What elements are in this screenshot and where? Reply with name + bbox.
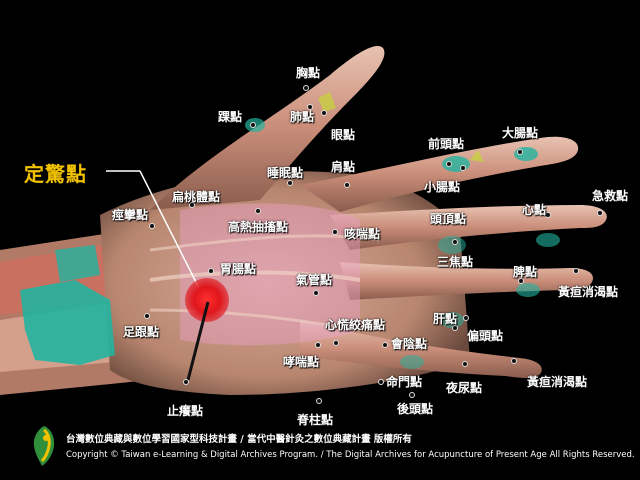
point-dot-xiong — [303, 85, 309, 91]
point-dot-mingmen — [378, 379, 384, 385]
point-dot-yeniao — [462, 361, 468, 367]
footer-copyright-english: Copyright © Taiwan e-Learning & Digital … — [66, 450, 635, 460]
point-label-piantou: 偏頭點 — [467, 329, 504, 343]
point-label-zhiyang: 止癢點 — [167, 404, 204, 418]
point-dot-jingluan — [149, 223, 155, 229]
point-dot-qiantou — [446, 161, 452, 167]
point-dot-jizhu — [316, 398, 322, 404]
point-dot-kechuan — [332, 229, 338, 235]
point-dot-jijiu — [597, 210, 603, 216]
point-label-xin: 心點 — [522, 203, 547, 217]
point-dot-huai — [250, 122, 256, 128]
point-dot-yan — [321, 110, 327, 116]
point-label-xiong: 胸點 — [296, 66, 321, 80]
index-finger — [300, 136, 579, 212]
point-label-kechuan: 咳喘點 — [344, 227, 381, 241]
point-dot-biantaoti — [189, 202, 195, 208]
point-dot-xiaochuan — [315, 342, 321, 348]
point-dot-xinhuang — [333, 340, 339, 346]
point-label-shuimian: 睡眠點 — [267, 166, 304, 180]
point-label-gaore: 高熱抽搐點 — [228, 220, 289, 234]
point-label-dachang: 大腸點 — [502, 126, 539, 140]
point-label-jingluan: 痙攣點 — [112, 208, 149, 222]
point-label-huangdan2: 黃疸消渴點 — [527, 375, 588, 389]
point-label-xiaochang: 小腸點 — [424, 180, 461, 194]
point-label-huangdan1: 黃疸消渴點 — [558, 285, 619, 299]
point-label-yan: 眼點 — [331, 128, 356, 142]
point-dot-gaore — [255, 208, 261, 214]
point-dot-dachang — [517, 149, 523, 155]
point-label-huiyin: 會陰點 — [391, 337, 428, 351]
footer-copyright-chinese: 台灣數位典藏與數位學習國家型科技計畫 / 當代中醫針灸之數位典藏計畫 版權所有 — [66, 434, 412, 445]
point-dot-qiguan — [313, 290, 319, 296]
point-label-qiantou: 前頭點 — [428, 137, 465, 151]
point-dot-piantou — [463, 315, 469, 321]
point-dot-pi — [518, 278, 524, 284]
point-label-huai: 踝點 — [218, 110, 243, 124]
middle-finger — [330, 205, 607, 250]
point-label-zugen: 足跟點 — [123, 325, 160, 339]
wrist-bones — [20, 280, 115, 365]
point-label-fei: 肺點 — [290, 110, 315, 124]
point-dot-xin — [545, 212, 551, 218]
point-dot-jian — [344, 182, 350, 188]
point-label-jijiu: 急救點 — [592, 189, 629, 203]
point-dot-houtou — [409, 392, 415, 398]
point-label-houtou: 後頭點 — [397, 402, 434, 416]
point-dot-gan — [452, 325, 458, 331]
acupuncture-needle — [186, 301, 210, 381]
point-dot-xiaochang — [460, 165, 466, 171]
point-label-touding: 頭頂點 — [430, 212, 467, 226]
point-dot-huiyin — [382, 342, 388, 348]
main-point-label: 定驚點 — [24, 162, 87, 186]
point-dot-weichang — [208, 268, 214, 274]
point-dot-fei — [307, 104, 313, 110]
point-dot-zugen — [144, 313, 150, 319]
thumb — [150, 46, 385, 210]
point-label-qiguan: 氣管點 — [296, 273, 333, 287]
point-label-mingmen: 命門點 — [386, 375, 423, 389]
point-label-jizhu: 脊柱點 — [297, 413, 334, 427]
point-label-jian: 肩點 — [331, 160, 356, 174]
point-label-biantaoti: 扁桃體點 — [172, 190, 221, 204]
taiwan-logo-icon — [33, 426, 55, 466]
point-label-xiaochuan: 哮喘點 — [283, 355, 320, 369]
point-label-xinhuang: 心慌絞痛點 — [325, 318, 386, 332]
point-label-gan: 肝點 — [433, 312, 458, 326]
point-label-yeniao: 夜尿點 — [446, 381, 483, 395]
point-dot-zhiyang — [183, 379, 189, 385]
point-dot-huangdan1 — [573, 268, 579, 274]
point-dot-touding — [452, 239, 458, 245]
point-dot-shuimian — [287, 180, 293, 186]
point-label-pi: 脾點 — [513, 265, 538, 279]
little-finger — [300, 320, 542, 378]
ding-jing-marker — [185, 278, 229, 322]
point-label-sanjiao: 三焦點 — [437, 255, 474, 269]
point-label-weichang: 胃腸點 — [220, 262, 257, 276]
point-dot-huangdan2 — [511, 358, 517, 364]
